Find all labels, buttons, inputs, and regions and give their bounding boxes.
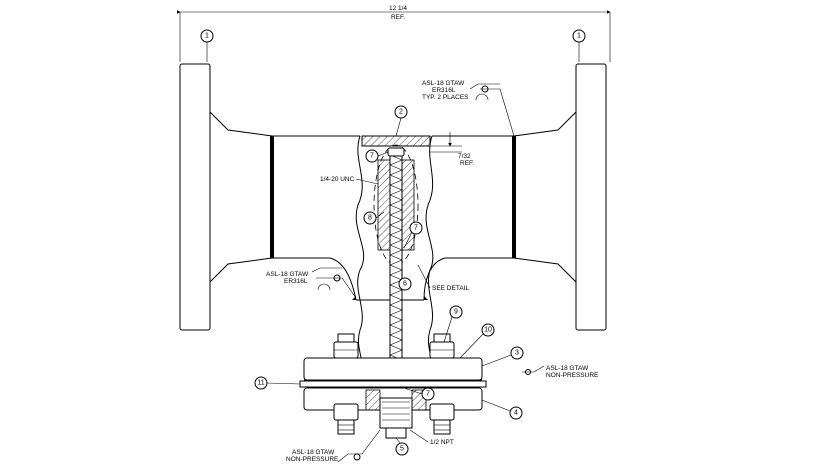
balloon-1-left: 1 [200,29,214,62]
balloon-1-right: 1 [572,29,586,62]
svg-text:NON-PRESSURE: NON-PRESSURE [286,456,339,463]
balloon-4: 4 [481,399,523,420]
dimension-value: 12 1/4 [389,5,407,12]
overall-dimension: 12 1/4 REF. [177,5,611,62]
balloon-11: 11 [254,376,301,390]
svg-text:ASL-18 GTAW: ASL-18 GTAW [266,271,309,278]
offset-dim-value: 7/32 [458,153,471,160]
svg-text:7: 7 [426,391,430,398]
svg-text:10: 10 [484,327,492,334]
svg-text:4: 4 [514,410,518,417]
svg-text:9: 9 [454,309,458,316]
svg-text:NON-PRESSURE: NON-PRESSURE [546,372,599,379]
svg-text:11: 11 [257,380,264,387]
svg-text:1/2 NPT: 1/2 NPT [430,439,454,446]
svg-text:3: 3 [515,350,519,357]
left-stud-assembly [333,333,359,435]
offset-dim-ref: REF. [460,160,474,167]
svg-text:ASL-18 GTAW: ASL-18 GTAW [422,80,465,87]
balloon-5: 5 [395,437,409,456]
svg-text:TYP. 2 PLACES: TYP. 2 PLACES [422,94,469,101]
svg-text:8: 8 [368,215,372,222]
balloon-10: 10 [459,323,495,359]
see-detail-note: SEE DETAIL [417,264,469,292]
svg-text:1: 1 [205,33,209,40]
svg-text:ASL-18 GTAW: ASL-18 GTAW [546,365,589,372]
threaded-stem [377,147,415,389]
dimension-ref: REF. [391,14,405,21]
svg-text:1: 1 [577,33,581,40]
weld-left-junction [352,296,356,300]
svg-text:7: 7 [370,153,374,160]
svg-text:5: 5 [400,446,404,453]
weld-right-junction [424,296,428,300]
balloon-7-bottom: 7 [403,387,435,401]
left-flange [179,63,274,331]
svg-text:ASL-18 GTAW: ASL-18 GTAW [292,449,335,456]
balloon-3: 3 [481,346,524,367]
svg-text:SEE DETAIL: SEE DETAIL [432,285,469,292]
weld-note-bottom: ASL-18 GTAW NON-PRESSURE [286,429,381,463]
right-flange [512,63,607,331]
detail-ellipse [373,144,419,266]
balloon-7-top: 7 [365,149,389,163]
balloon-7-mid: 7 [403,221,423,249]
npt-callout: 1/2 NPT [409,429,454,446]
weld-note-top-right: ASL-18 GTAW ER316L TYP. 2 PLACES [422,80,515,137]
svg-text:6: 6 [403,281,407,288]
weld-note-right-flange: ASL-18 GTAW NON-PRESSURE [522,365,599,379]
svg-text:2: 2 [399,109,403,116]
balloon-2: 2 [394,105,408,137]
svg-text:1/4-20 UNC: 1/4-20 UNC [320,176,355,183]
balloon-9: 9 [443,305,463,343]
upper-plate [303,357,483,381]
thread-callout: 1/4-20 UNC [320,176,379,185]
balloon-8: 8 [363,211,385,225]
balloon-6: 6 [398,277,412,291]
right-stud-assembly [429,333,455,435]
svg-text:ER316L: ER316L [284,278,308,285]
svg-text:ER316L: ER316L [432,87,456,94]
top-plate: 7/32 REF. [361,132,474,167]
svg-text:7: 7 [414,225,418,232]
gasket [299,380,487,388]
weld-note-left: ASL-18 GTAW ER316L [266,267,357,299]
